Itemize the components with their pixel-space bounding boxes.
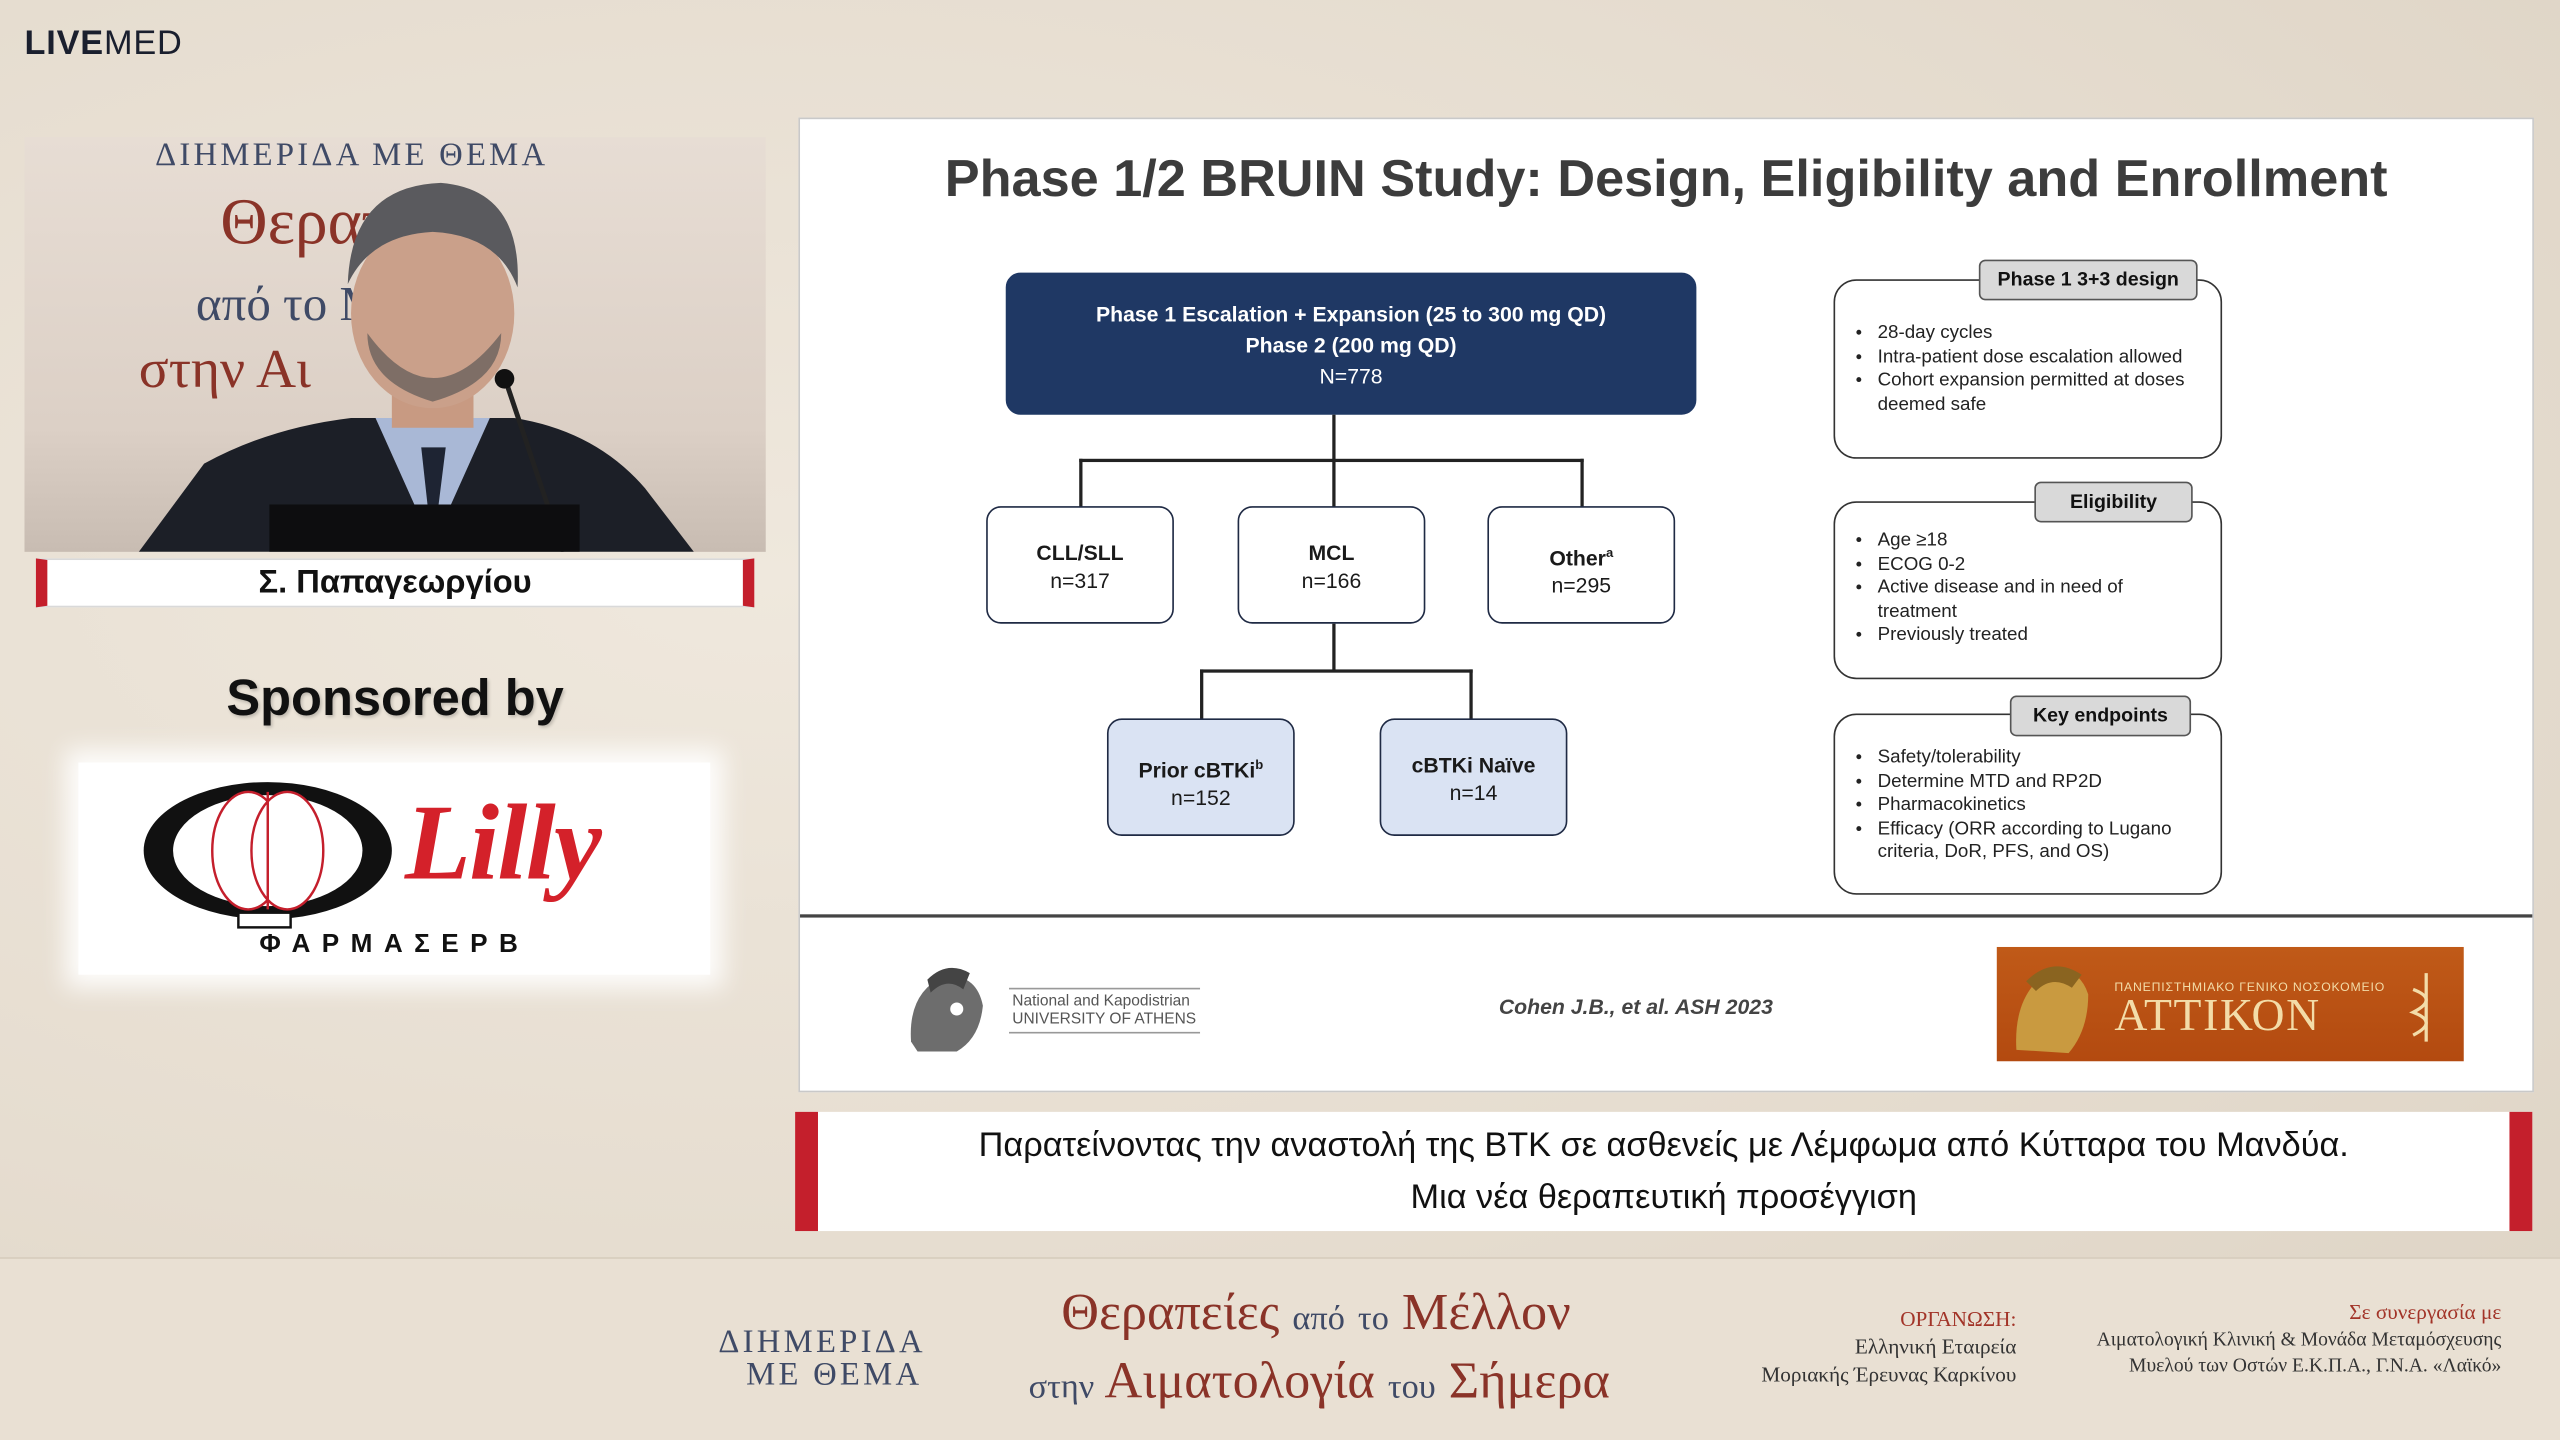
eligibility-panel-title: Eligibility [2034, 481, 2193, 523]
connector-line [1332, 458, 1336, 508]
event-label: ΜΕ ΘΕΜΑ [746, 1356, 923, 1393]
attikon-logo: ΠΑΝΕΠΙΣΤΗΜΙΑΚΟ ΓΕΝΙΚΟ ΝΟΣΟΚΟΜΕΙΟ ΑΤΤΙΚΟΝ [1996, 946, 2464, 1062]
eligibility-panel: Age ≥18 ECOG 0-2 Active disease and in n… [1833, 501, 2223, 680]
endpoints-panel-title: Key endpoints [2009, 695, 2192, 737]
presentation-slide: Phase 1/2 BRUIN Study: Design, Eligibili… [798, 117, 2534, 1093]
citation: Cohen J.B., et al. ASH 2023 [1498, 994, 1773, 1019]
endpoints-panel: Safety/tolerability Determine MTD and RP… [1833, 713, 2223, 895]
connector-line [1332, 414, 1336, 461]
connector-line [1079, 458, 1083, 508]
university-emblem-icon [910, 967, 983, 1052]
event-title-line1: Θεραπείες από το Μέλλον [1061, 1281, 1571, 1341]
study-overview-box: Phase 1 Escalation + Expansion (25 to 30… [1005, 272, 1697, 415]
organizer-info: ΟΡΓΑΝΩΣΗ: Ελληνική Εταιρεία Μοριακής Έρε… [1761, 1306, 2017, 1387]
speaker-video: ΔΙΗΜΕΡΙΔΑ ΜΕ ΘΕΜΑ Θεραπ από το Μ στην Αι [24, 137, 766, 552]
farmaserv-text: ΦΑΡΜΑΣΕΡΒ [259, 930, 530, 959]
event-footer: ΔΙΗΜΕΡΙΔΑ ΜΕ ΘΕΜΑ Θεραπείες από το Μέλλο… [0, 1257, 2560, 1440]
event-title-line2: στην Αιματολογία του Σήμερα [1028, 1350, 1610, 1410]
sponsored-heading: Sponsored by [226, 669, 564, 727]
lecture-caption: Παρατείνοντας την αναστολή της BTK σε ασ… [795, 1111, 2533, 1232]
design-panel: 28-day cycles Intra-patient dose escalat… [1833, 279, 2223, 459]
university-name: National and Kapodistrian UNIVERSITY OF … [1009, 987, 1200, 1034]
slide-divider [800, 914, 2533, 918]
connector-line [1079, 458, 1584, 463]
connector-line [1580, 458, 1584, 508]
farmaserv-emblem-icon [143, 782, 392, 929]
lilly-logo: Lilly [404, 783, 602, 903]
video-backdrop-text: στην Αι [138, 339, 312, 401]
connector-line [1332, 623, 1336, 672]
design-panel-title: Phase 1 3+3 design [1978, 259, 2198, 301]
speaker-figure [138, 182, 694, 552]
connector-line [1200, 669, 1204, 721]
attikon-emblem-icon [2016, 966, 2089, 1054]
video-backdrop-text: ΔΙΗΜΕΡΙΔΑ ΜΕ ΘΕΜΑ [155, 137, 549, 174]
sponsor-logo: Lilly ΦΑΡΜΑΣΕΡΒ [78, 762, 711, 975]
event-label: ΔΙΗΜΕΡΙΔΑ [718, 1324, 926, 1361]
livemed-logo: LIVEMED [24, 24, 183, 63]
slide-title: Phase 1/2 BRUIN Study: Design, Eligibili… [944, 148, 2388, 208]
connector-line [1469, 669, 1473, 721]
cooperation-info: Σε συνεργασία με Αιματολογική Κλινική & … [2096, 1299, 2502, 1377]
speaker-nameplate: Σ. Παπαγεωργίου [35, 558, 755, 608]
connector-line [1200, 669, 1473, 673]
caduceus-icon [2409, 973, 2428, 1042]
